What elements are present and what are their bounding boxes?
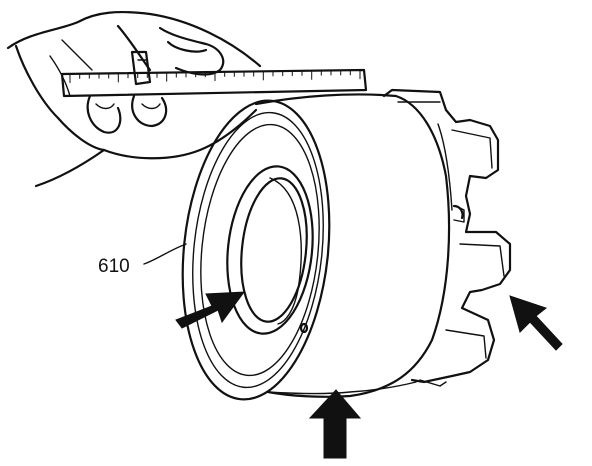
callout-610: 610 — [98, 243, 187, 277]
clutch-drum-assembly — [181, 88, 512, 401]
arrow-right-tabs — [509, 295, 563, 351]
hand-holding-gauge — [6, 10, 262, 188]
callout-label: 610 — [98, 256, 130, 277]
scale-ticks — [69, 70, 361, 83]
arrow-left-inner-bore — [175, 291, 246, 329]
feeler-gauge-scale — [60, 68, 368, 98]
arrow-bottom-rim — [308, 389, 362, 459]
